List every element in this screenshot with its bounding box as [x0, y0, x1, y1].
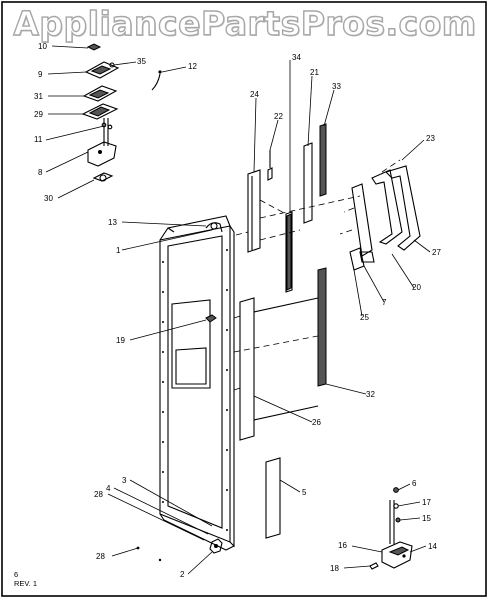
lower-rail-set: [233, 267, 327, 441]
callout-8: 8: [38, 168, 43, 177]
callout-21: 21: [310, 68, 319, 77]
door-handle-assembly: [339, 159, 421, 271]
callout-29: 29: [34, 110, 43, 119]
callout-28-lower: 28: [96, 552, 105, 561]
callout-2: 2: [180, 570, 185, 579]
callout-6: 6: [412, 479, 417, 488]
callout-30: 30: [44, 194, 53, 203]
callout-19: 19: [116, 336, 125, 345]
callout-4: 4: [106, 484, 111, 493]
callout-24: 24: [250, 90, 259, 99]
callout-3: 3: [122, 476, 127, 485]
callout-23: 23: [426, 134, 435, 143]
bottom-hinge-assembly: [369, 487, 413, 570]
callout-35: 35: [137, 57, 146, 66]
callout-1: 1: [116, 246, 121, 255]
panel-part-5: [265, 457, 281, 539]
top-hinge-assembly: [81, 43, 162, 182]
callout-26: 26: [312, 418, 321, 427]
callout-17: 17: [422, 498, 431, 507]
callout-10: 10: [38, 42, 47, 51]
callout-11: 11: [34, 135, 43, 144]
footer-revision: REV. 1: [14, 579, 37, 588]
callout-32: 32: [366, 390, 375, 399]
callout-20: 20: [412, 283, 421, 292]
callout-27: 27: [432, 248, 441, 257]
footer-page-number: 6: [14, 570, 18, 579]
callout-31: 31: [34, 92, 43, 101]
callout-28-upper: 28: [94, 490, 103, 499]
callout-34: 34: [292, 53, 301, 62]
frame-rivets: [162, 249, 228, 531]
callout-labels: 10 9 35 12 31 29 11 8 30 13 1 19 24 22 3…: [34, 42, 441, 579]
watermark-text: AppliancePartsPros.com: [13, 3, 477, 43]
upper-rail-set: [235, 60, 361, 293]
callout-9: 9: [38, 70, 43, 79]
callout-14: 14: [428, 542, 437, 551]
callout-7: 7: [382, 298, 387, 307]
callout-18: 18: [330, 564, 339, 573]
callout-13: 13: [108, 218, 117, 227]
callout-16: 16: [338, 541, 347, 550]
callout-25: 25: [360, 313, 369, 322]
callout-5: 5: [302, 488, 307, 497]
callout-leaders: [45, 45, 431, 575]
callout-33: 33: [332, 82, 341, 91]
callout-15: 15: [422, 514, 431, 523]
callout-12: 12: [188, 62, 197, 71]
callout-22: 22: [274, 112, 283, 121]
door-frame-part: [136, 215, 235, 562]
